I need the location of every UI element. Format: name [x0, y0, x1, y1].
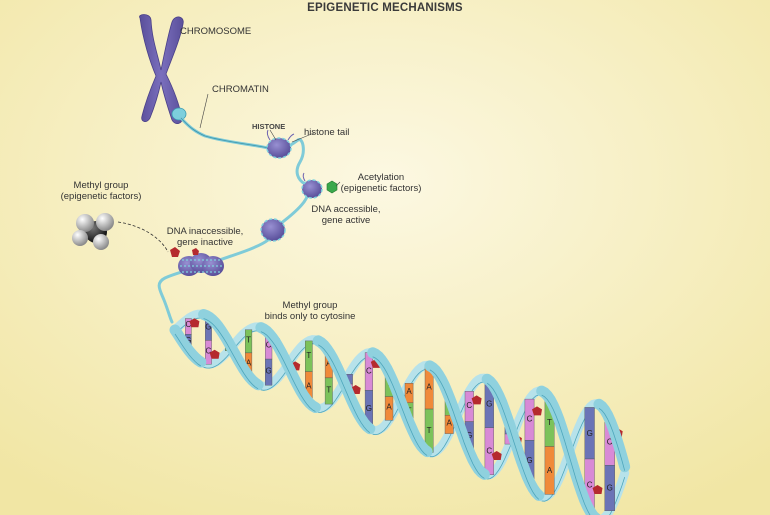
- base-letter: A: [426, 383, 432, 392]
- base-letter: G: [185, 336, 191, 345]
- base-pair-18-lower: [544, 446, 555, 495]
- methyl-group-icon: [189, 318, 200, 328]
- dna-strand-b-front-edge: [317, 344, 371, 434]
- methyl-group-icon: [532, 406, 542, 416]
- base-letter: A: [447, 418, 453, 427]
- base-letter: A: [386, 403, 392, 412]
- acetyl-group-icon: [326, 180, 338, 194]
- dna-strand-a-front-edge: [486, 382, 540, 500]
- base-letter: G: [205, 323, 211, 332]
- histone-tail-label: histone tail: [304, 127, 350, 138]
- base-letter: C: [366, 366, 372, 375]
- base-letter: C: [527, 415, 533, 424]
- methyl-group-icon-chromatin-2: [192, 248, 199, 255]
- dna-strand-b-front-segment: [312, 335, 376, 435]
- dna-strand-b-front-edge: [541, 394, 591, 515]
- base-letter: C: [607, 438, 613, 447]
- base-letter: G: [526, 456, 532, 465]
- dna-strand-a-front-edge: [260, 331, 316, 412]
- dna-strand-b-front-segment: [198, 309, 264, 391]
- base-letter: C: [266, 340, 272, 349]
- base-letter: C: [587, 480, 593, 489]
- base-pair-10-lower: [384, 396, 394, 421]
- chromatin-leader: [199, 93, 209, 129]
- dna-accessible-line1: DNA accessible,: [311, 204, 381, 215]
- dna-inaccessible-line2: gene inactive: [177, 237, 233, 248]
- dna-strand-b-front-edge: [429, 369, 485, 479]
- page-title: EPIGENETIC MECHANISMS: [307, 2, 463, 14]
- dna-accessible-line2: gene active: [321, 215, 371, 226]
- histone-leader: [269, 129, 277, 141]
- methyl-group-line1: Methyl group: [73, 180, 129, 191]
- methyl-dashed-link: [117, 221, 169, 253]
- base-letter: T: [547, 418, 552, 427]
- base-letter: A: [246, 359, 252, 368]
- dna-strand-a-front-segment: [169, 324, 207, 368]
- base-pair-7-lower: [324, 377, 333, 405]
- base-pair-4-lower: [265, 358, 273, 386]
- tail-leader: [291, 132, 315, 143]
- dna-inaccessible-label: DNA inaccessible, gene inactive: [160, 226, 250, 248]
- dna-strand-a-front-segment: [255, 322, 321, 413]
- methyl-group-icon: [592, 485, 603, 494]
- dna-strand-b-front-segment: [536, 385, 601, 515]
- base-pair-21-lower: [604, 465, 615, 512]
- dna-strand-a-front-edge: [174, 333, 202, 367]
- histone-label: HISTONE: [252, 122, 286, 131]
- acetyl-leader: [335, 181, 341, 187]
- dna-inaccessible-line1: DNA inaccessible,: [166, 226, 244, 237]
- base-letter: G: [587, 429, 593, 438]
- dna-strand-b-front-edge: [203, 318, 259, 390]
- base-letter: C: [186, 320, 192, 329]
- chromosome-label: CHROMOSOME: [180, 26, 252, 37]
- methyl-molecule-icon: [72, 213, 114, 250]
- base-letter: G: [466, 431, 472, 440]
- base-letter: G: [607, 483, 613, 492]
- acetylation-label-line2: (epigenetic factors): [340, 183, 422, 194]
- dna-accessible-label: DNA accessible, gene active: [308, 204, 384, 226]
- methyl-binds-line1: Methyl group: [282, 300, 338, 311]
- base-letter: G: [486, 400, 492, 409]
- methyl-group-icon: [471, 395, 482, 405]
- methyl-group-icon: [209, 349, 220, 359]
- dna-strand-a-front-segment: [367, 347, 433, 458]
- base-letter: G: [366, 404, 372, 413]
- base-letter: C: [486, 447, 492, 456]
- histone-nucleosome-3: [260, 218, 286, 242]
- methyl-group-icon-chromatin: [170, 247, 180, 257]
- dna-strand-a-front-edge: [598, 407, 626, 471]
- methyl-group-icon: [491, 451, 502, 460]
- acetylation-label-line1: Acetylation: [357, 172, 405, 183]
- base-letter: A: [547, 466, 553, 475]
- chromatin-label: CHROMATIN: [212, 84, 269, 95]
- acetylation-label: Acetylation (epigenetic factors): [336, 172, 426, 194]
- dna-strand-a-front-segment: [481, 373, 545, 501]
- base-letter: G: [265, 367, 271, 376]
- methyl-group-label: Methyl group (epigenetic factors): [56, 180, 146, 202]
- base-letter: T: [246, 336, 251, 345]
- base-letter: C: [466, 401, 472, 410]
- methyl-group-line2: (epigenetic factors): [60, 191, 142, 202]
- methyl-binds-label: Methyl group binds only to cytosine: [250, 300, 370, 322]
- base-letter: T: [427, 426, 432, 435]
- dna-strand-a-front-edge: [372, 356, 428, 456]
- dna-strand-b-front-segment: [424, 360, 490, 480]
- base-letter: A: [326, 359, 332, 368]
- compact-nucleosomes: [178, 253, 224, 276]
- dna-strand-a-front-segment: [593, 398, 631, 473]
- histone-nucleosome-2: [301, 172, 323, 199]
- base-letter: A: [406, 387, 412, 396]
- base-letter: C: [206, 347, 212, 356]
- base-letter: T: [306, 351, 311, 360]
- methyl-binds-line2: binds only to cytosine: [264, 311, 356, 322]
- base-letter: T: [326, 385, 331, 394]
- base-letter: A: [306, 382, 312, 391]
- histone-nucleosome-1: [266, 129, 295, 159]
